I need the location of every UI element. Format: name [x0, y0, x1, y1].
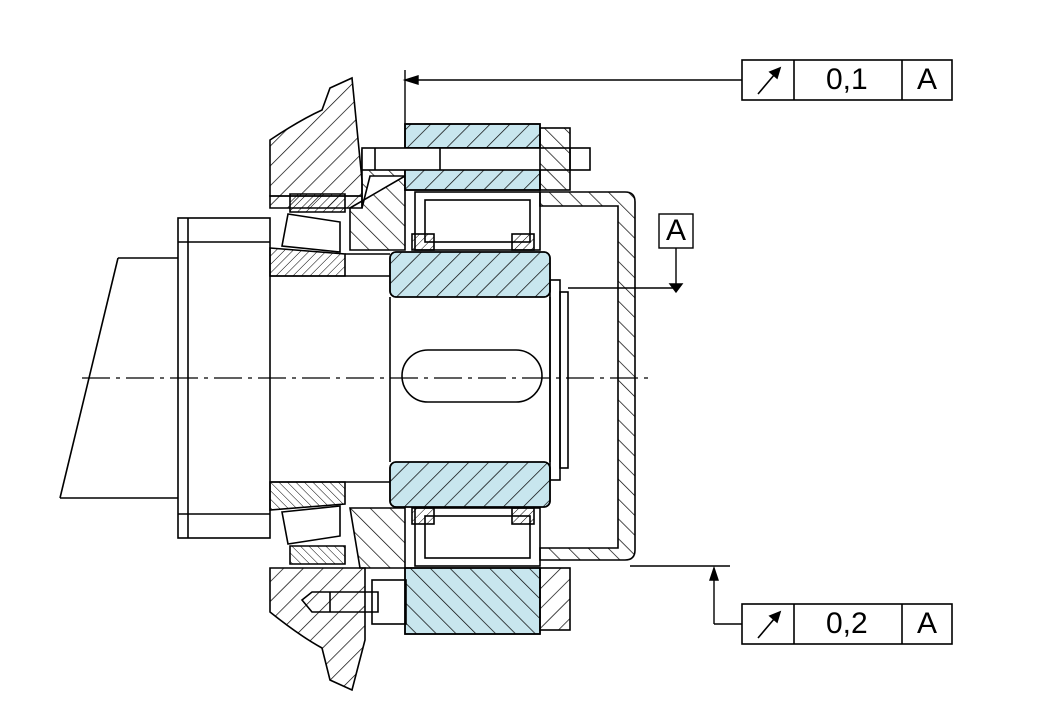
set-screw — [300, 579, 407, 625]
circular-runout-icon — [757, 66, 782, 95]
tolerance-value-bottom: 0,2 — [826, 607, 868, 640]
housing-core-bottom — [349, 507, 406, 569]
clamping-bolt — [361, 127, 591, 191]
housing-flange-top — [269, 76, 363, 209]
outer-ring-top — [404, 123, 541, 191]
keyway-slot — [401, 349, 543, 403]
inner-ring-hub — [389, 251, 569, 508]
circular-runout-icon — [757, 610, 782, 639]
datum-label: A — [666, 214, 687, 247]
tapered-roller-bearing-top — [269, 193, 346, 277]
datum-reference-top: A — [917, 63, 938, 96]
housing-flange-bottom — [269, 567, 366, 692]
needle-roller-cage-bottom — [411, 507, 541, 567]
cover-cap — [539, 191, 636, 561]
feature-control-frame-bottom — [741, 603, 953, 645]
feature-control-frame-top — [741, 59, 953, 101]
outer-ring-bottom — [404, 567, 571, 635]
datum-reference-bottom: A — [917, 607, 938, 640]
tapered-roller-bearing-bottom — [269, 481, 346, 565]
tolerance-value-top: 0,1 — [826, 63, 868, 96]
datum-feature-a — [568, 213, 694, 294]
needle-roller-cage-top — [411, 191, 541, 251]
leader-bottom — [630, 565, 742, 625]
leader-top — [402, 70, 742, 148]
